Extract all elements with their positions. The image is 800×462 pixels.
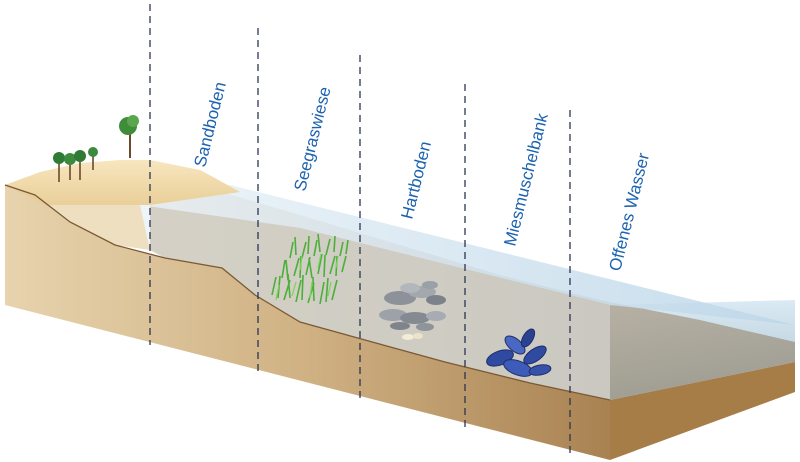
zone-label-offenes-wasser: Offenes Wasser (605, 151, 653, 273)
seafloor-surface (150, 190, 795, 400)
stones-icon (379, 281, 446, 340)
tree-icon (74, 150, 86, 180)
zone-label-hartboden: Hartboden (397, 139, 435, 221)
tree-icon (88, 147, 98, 170)
water-surface (45, 185, 795, 325)
zone-label-seegraswiese: Seegraswiese (290, 85, 334, 193)
beach-trees (53, 115, 139, 182)
beach-dune (5, 160, 240, 205)
beach-front-edge (5, 185, 150, 250)
sediment-side-face (610, 362, 795, 460)
tree-icon (53, 152, 65, 182)
tree-icon (119, 115, 139, 158)
seagrass-highlights (275, 253, 339, 301)
water-body (140, 205, 610, 400)
seabed-profile-line (4, 184, 611, 401)
zone-dividers (149, 4, 571, 455)
mussels-icon (486, 328, 552, 377)
sediment-front-face (5, 185, 610, 460)
zone-label-sandboden: Sandboden (190, 80, 229, 169)
zone-label-miesmuschelbank: Miesmuschelbank (500, 111, 551, 248)
tree-icon (64, 153, 76, 180)
